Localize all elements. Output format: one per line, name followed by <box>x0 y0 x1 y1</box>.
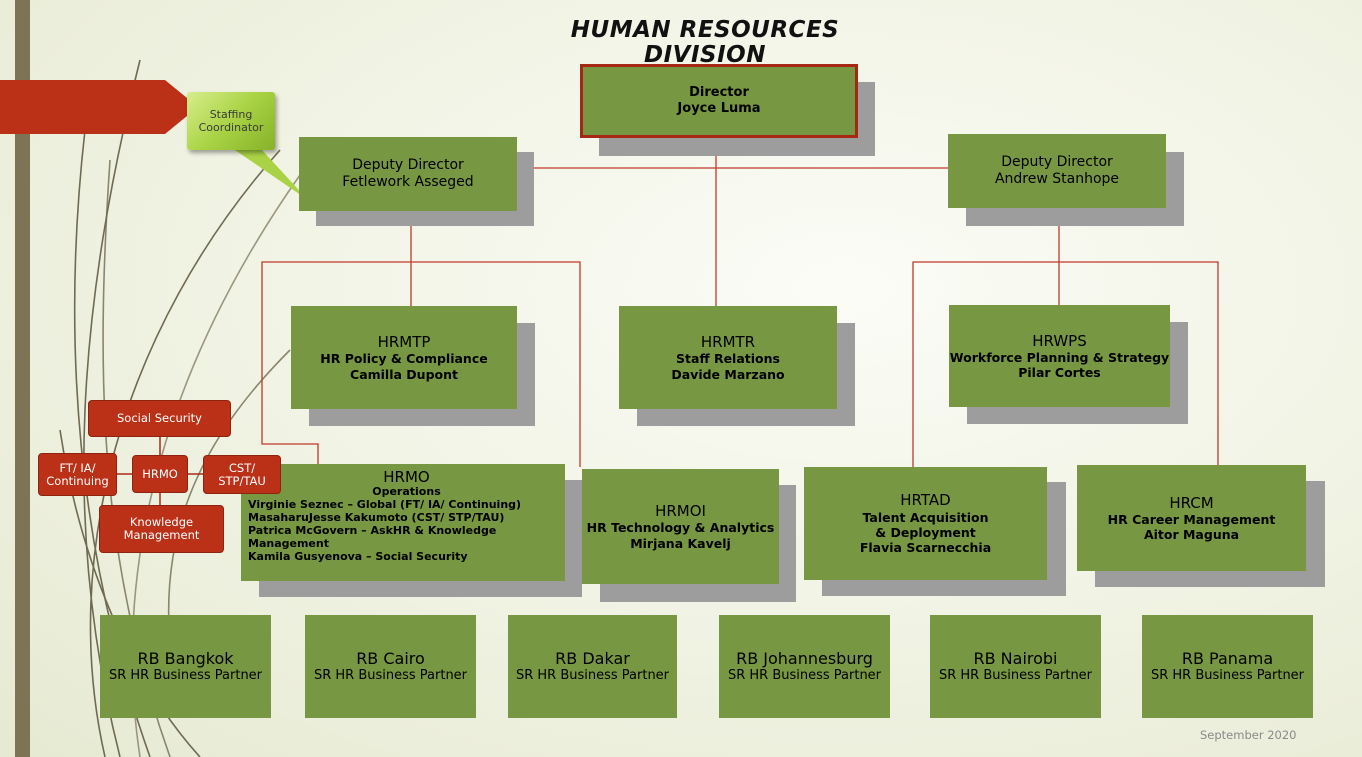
left-bar <box>15 0 30 757</box>
hrtad-title2: & Deployment <box>875 525 976 541</box>
rb-role: SR HR Business Partner <box>1150 668 1305 684</box>
cluster-social-security: Social Security <box>88 400 231 437</box>
rb-role: SR HR Business Partner <box>515 668 670 684</box>
hrcm-code: HRCM <box>1169 493 1214 512</box>
cluster-cst-stp-tau: CST/ STP/TAU <box>203 455 281 494</box>
hrmoi-title: HR Technology & Analytics <box>586 520 775 536</box>
rb-box-dakar: RB Dakar SR HR Business Partner <box>508 615 677 718</box>
deputy-director-left-box: Deputy Director Fetlework Asseged <box>299 137 517 211</box>
hrmo-line: Kamila Gusyenova – Social Security <box>248 549 468 563</box>
deputy-left-role: Deputy Director <box>352 156 464 173</box>
rb-role: SR HR Business Partner <box>727 668 882 684</box>
red-arrow-shape <box>0 80 198 134</box>
hrmoi-name: Mirjana Kavelj <box>630 535 731 551</box>
rb-name: RB Nairobi <box>973 648 1058 668</box>
page-title: HUMAN RESOURCES DIVISION <box>570 17 840 68</box>
hrmtr-box: HRMTR Staff Relations Davide Marzano <box>619 306 837 409</box>
hrmtr-title: Staff Relations <box>676 351 780 367</box>
footer-date: September 2020 <box>1200 728 1297 742</box>
callout-tail <box>235 150 308 200</box>
hrmoi-code: HRMOI <box>655 502 706 521</box>
hrwps-box: HRWPS Workforce Planning & Strategy Pila… <box>949 305 1170 407</box>
rb-name: RB Johannesburg <box>736 648 873 668</box>
hrwps-code: HRWPS <box>1032 331 1087 350</box>
rb-box-cairo: RB Cairo SR HR Business Partner <box>305 615 476 718</box>
hrmo-box: HRMO Operations Virginie Seznec – Global… <box>241 464 565 581</box>
director-role: Director <box>689 85 749 101</box>
rb-name: RB Panama <box>1181 648 1274 668</box>
cluster-hrmo: HRMO <box>132 455 188 493</box>
hrcm-title: HR Career Management <box>1107 511 1276 527</box>
hrmo-code: HRMO <box>383 468 430 486</box>
rb-box-nairobi: RB Nairobi SR HR Business Partner <box>930 615 1101 718</box>
rb-name: RB Bangkok <box>137 648 234 668</box>
rb-box-panama: RB Panama SR HR Business Partner <box>1142 615 1313 718</box>
hrmtp-name: Camilla Dupont <box>350 366 458 382</box>
deputy-right-name: Andrew Stanhope <box>994 171 1120 187</box>
hrmtp-code: HRMTP <box>377 333 431 352</box>
cluster-knowledge-management: Knowledge Management <box>99 505 224 553</box>
hrmoi-box: HRMOI HR Technology & Analytics Mirjana … <box>582 469 779 584</box>
hrwps-name: Pilar Cortes <box>1018 365 1101 381</box>
hrmo-line: Virginie Seznec – Global (FT/ IA/ Contin… <box>248 498 522 512</box>
rb-role: SR HR Business Partner <box>313 668 468 684</box>
hrmtp-box: HRMTP HR Policy & Compliance Camilla Dup… <box>291 306 517 409</box>
hrmtr-name: Davide Marzano <box>671 366 785 382</box>
hrtad-title1: Talent Acquisition <box>862 509 989 525</box>
hrwps-title: Workforce Planning & Strategy <box>949 349 1170 365</box>
hrmtp-title: HR Policy & Compliance <box>320 351 488 367</box>
rb-role: SR HR Business Partner <box>938 668 1093 684</box>
deputy-left-name: Fetlework Asseged <box>342 174 474 190</box>
hrtad-name: Flavia Scarnecchia <box>859 540 992 556</box>
hrmo-title: Operations <box>372 485 441 499</box>
hrcm-name: Aitor Maguna <box>1143 527 1240 543</box>
hrcm-box: HRCM HR Career Management Aitor Maguna <box>1077 465 1306 571</box>
hrmo-line: Patrica McGovern – AskHR & Knowledge Man… <box>248 523 497 550</box>
rb-name: RB Dakar <box>555 648 630 668</box>
hrtad-code: HRTAD <box>900 491 951 510</box>
rb-name: RB Cairo <box>356 648 425 668</box>
deputy-director-right-box: Deputy Director Andrew Stanhope <box>948 134 1166 208</box>
cluster-ft-ia-continuing: FT/ IA/ Continuing <box>38 453 117 496</box>
rb-box-johannesburg: RB Johannesburg SR HR Business Partner <box>719 615 890 718</box>
director-box: Director Joyce Luma <box>580 64 858 138</box>
rb-box-bangkok: RB Bangkok SR HR Business Partner <box>100 615 271 718</box>
hrmo-line: MasaharuJesse Kakumoto (CST/ STP/TAU) <box>248 511 505 525</box>
deputy-right-role: Deputy Director <box>1001 153 1113 170</box>
director-name: Joyce Luma <box>677 101 761 116</box>
staffing-coordinator-callout: Staffing Coordinator <box>187 92 275 150</box>
rb-role: SR HR Business Partner <box>108 668 263 684</box>
hrmtr-code: HRMTR <box>700 333 756 352</box>
hrtad-box: HRTAD Talent Acquisition & Deployment Fl… <box>804 467 1047 580</box>
